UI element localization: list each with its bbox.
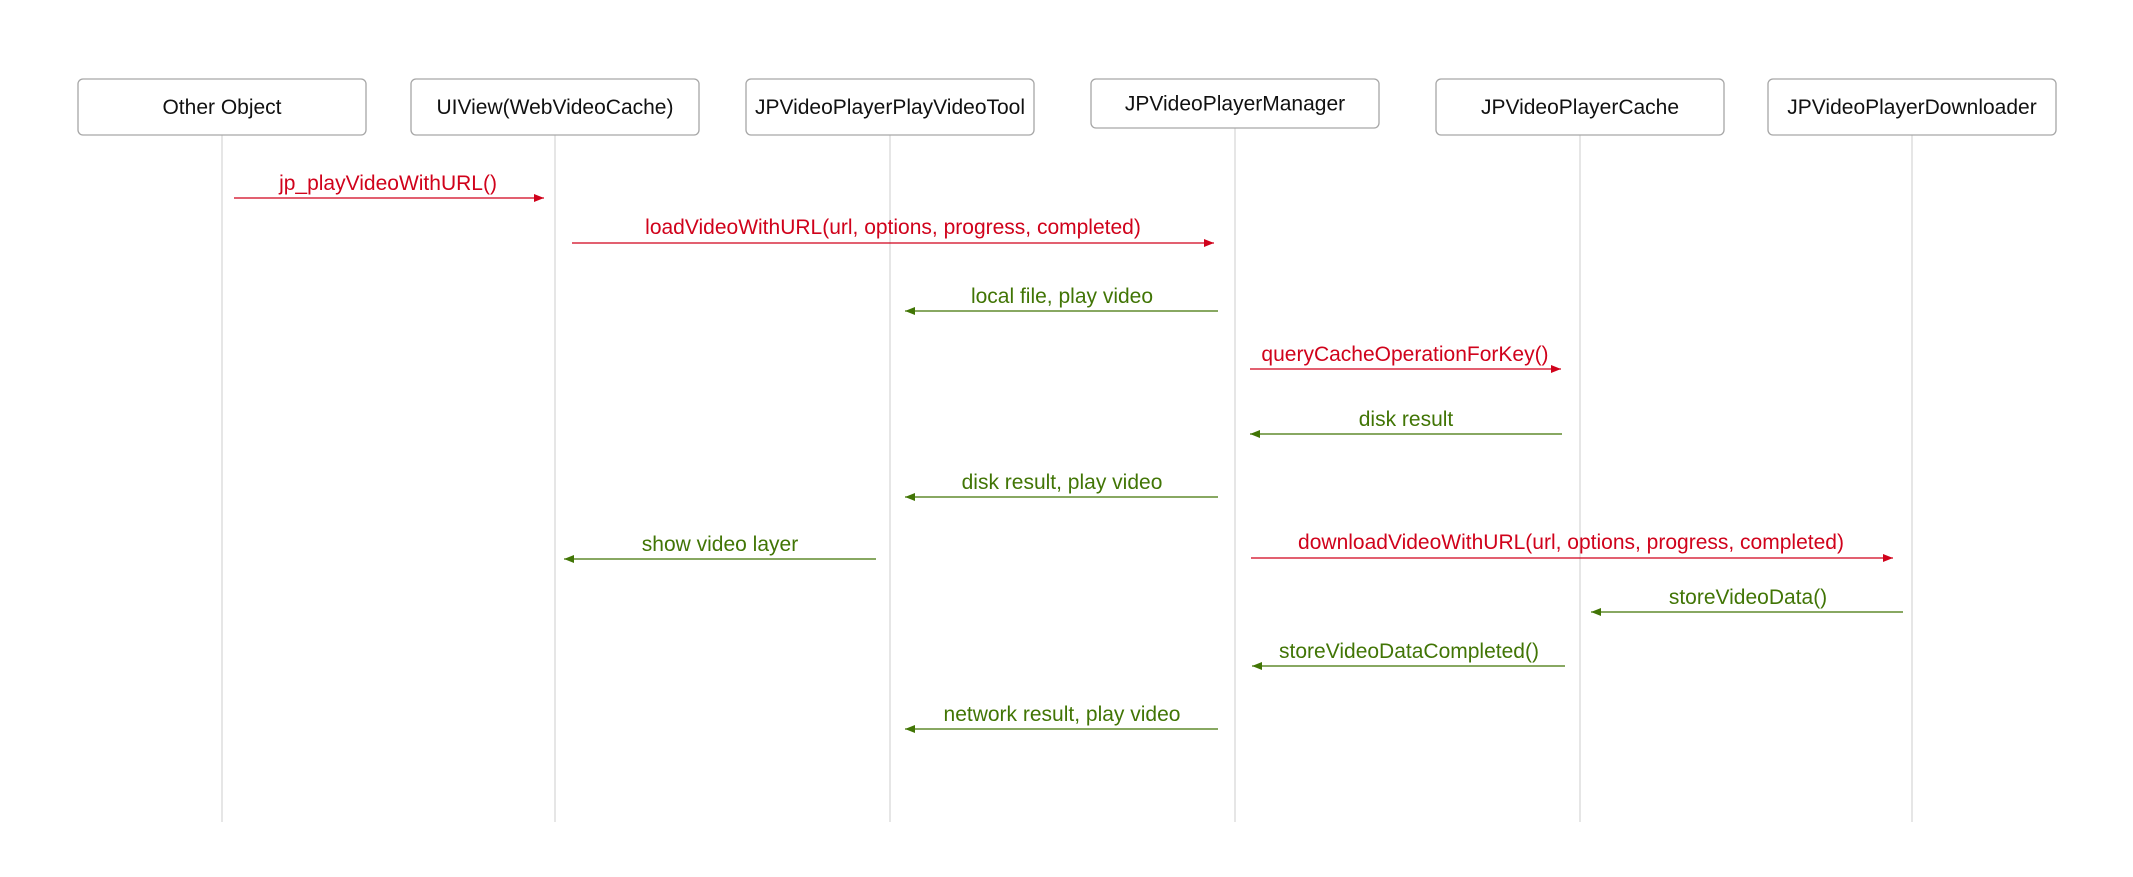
actor-label: Other Object bbox=[162, 96, 281, 119]
message-9: storeVideoData() bbox=[1591, 586, 1903, 616]
message-10: storeVideoDataCompleted() bbox=[1252, 640, 1565, 670]
message-list: jp_playVideoWithURL() loadVideoWithURL(ur… bbox=[234, 172, 1903, 733]
actor-label: JPVideoPlayerPlayVideoTool bbox=[755, 96, 1025, 119]
lifelines bbox=[221, 128, 1913, 822]
message-label: disk result, play video bbox=[962, 471, 1163, 494]
actor-tool: JPVideoPlayerPlayVideoTool bbox=[745, 78, 1035, 136]
actor-downloader: JPVideoPlayerDownloader bbox=[1767, 78, 2057, 136]
actor-label: JPVideoPlayerDownloader bbox=[1787, 96, 2036, 119]
message-6: disk result, play video bbox=[905, 471, 1218, 501]
message-label: jp_playVideoWithURL() bbox=[278, 172, 497, 195]
message-5: disk result bbox=[1250, 408, 1562, 438]
actor-cache: JPVideoPlayerCache bbox=[1435, 78, 1725, 136]
message-label: show video layer bbox=[642, 533, 798, 556]
actor-other: Other Object bbox=[77, 78, 367, 136]
actor-box bbox=[1435, 78, 1725, 136]
message-label: storeVideoDataCompleted() bbox=[1279, 640, 1539, 663]
message-label: network result, play video bbox=[944, 703, 1181, 726]
message-11: network result, play video bbox=[905, 703, 1218, 733]
message-label: local file, play video bbox=[971, 285, 1153, 308]
actor-box bbox=[77, 78, 367, 136]
actor-row: Other Object UIView(WebVideoCache) JPVideo… bbox=[77, 78, 2057, 136]
message-2: loadVideoWithURL(url, options, progress,… bbox=[572, 216, 1214, 247]
message-label: storeVideoData() bbox=[1669, 586, 1827, 609]
message-7: show video layer bbox=[564, 533, 876, 563]
actor-label: JPVideoPlayerManager bbox=[1125, 93, 1345, 116]
actor-manager: JPVideoPlayerManager bbox=[1090, 78, 1380, 129]
message-8: downloadVideoWithURL(url, options, progr… bbox=[1251, 531, 1893, 562]
message-label: downloadVideoWithURL(url, options, progr… bbox=[1298, 531, 1844, 554]
message-4: queryCacheOperationForKey() bbox=[1250, 343, 1561, 373]
actor-uiview: UIView(WebVideoCache) bbox=[410, 78, 700, 136]
message-label: queryCacheOperationForKey() bbox=[1261, 343, 1548, 366]
actor-label: UIView(WebVideoCache) bbox=[437, 96, 674, 119]
actor-label: JPVideoPlayerCache bbox=[1481, 96, 1679, 119]
message-label: loadVideoWithURL(url, options, progress,… bbox=[645, 216, 1141, 239]
actor-box bbox=[745, 78, 1035, 136]
message-3: local file, play video bbox=[905, 285, 1218, 315]
actor-box bbox=[1090, 78, 1380, 129]
message-label: disk result bbox=[1359, 408, 1454, 431]
message-1: jp_playVideoWithURL() bbox=[234, 172, 544, 202]
actor-box bbox=[410, 78, 700, 136]
actor-box bbox=[1767, 78, 2057, 136]
